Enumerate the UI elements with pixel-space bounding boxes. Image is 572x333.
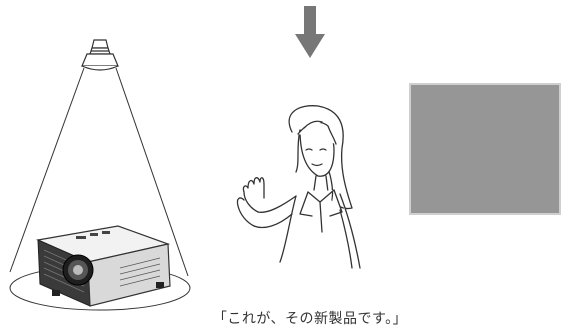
ceiling-lamp-icon bbox=[81, 39, 119, 71]
presenter-woman-icon bbox=[236, 105, 361, 269]
caption-text: 「これが、その新製品です。」 bbox=[212, 311, 408, 327]
projector-icon bbox=[35, 225, 171, 307]
projection-screen bbox=[409, 83, 561, 215]
down-arrow-icon bbox=[295, 6, 325, 58]
